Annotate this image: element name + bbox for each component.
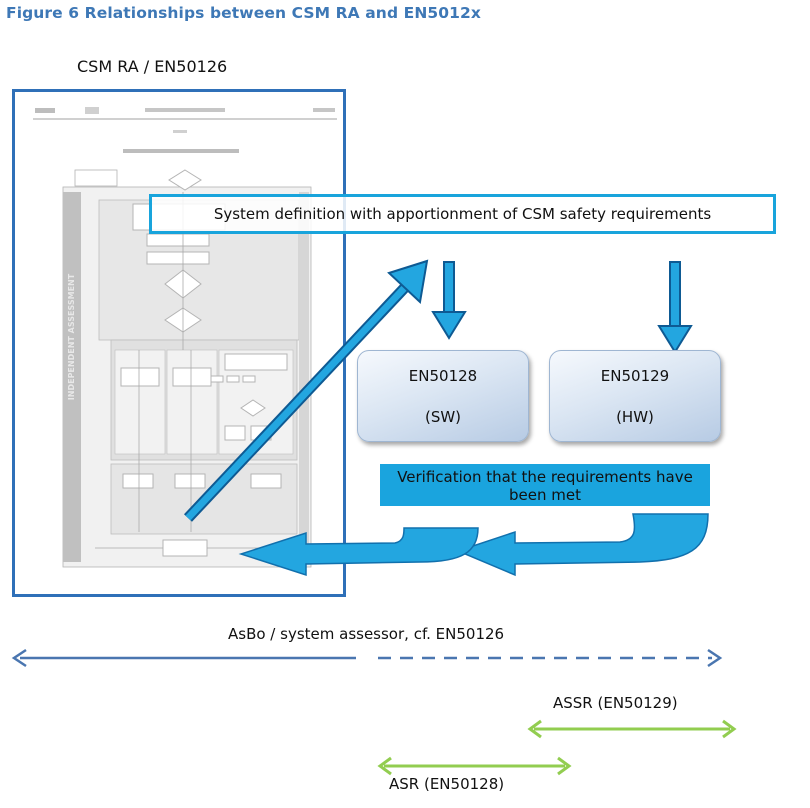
diagonal-arrow xyxy=(183,259,429,522)
assr-range-arrow xyxy=(527,719,737,739)
asbo-label: AsBo / system assessor, cf. EN50126 xyxy=(228,625,505,643)
assr-label: ASSR (EN50129) xyxy=(553,694,678,712)
system-definition-text: System definition with apportionment of … xyxy=(213,205,712,223)
system-definition-box: System definition with apportionment of … xyxy=(149,194,776,234)
en50128-name: EN50128 xyxy=(408,367,478,385)
return-arrow-right xyxy=(455,513,709,577)
asr-range-arrow xyxy=(377,756,572,776)
en50129-box: EN50129 (HW) xyxy=(549,350,721,442)
down-arrow-en50129 xyxy=(657,261,693,354)
en50129-scope: (HW) xyxy=(616,408,654,426)
verification-text: Verification that the requirements have … xyxy=(397,468,693,504)
verification-box: Verification that the requirements have … xyxy=(380,464,710,506)
return-arrow-left xyxy=(238,527,479,577)
down-arrow-en50128 xyxy=(431,261,467,340)
asr-label: ASR (EN50128) xyxy=(389,775,505,793)
en50128-box: EN50128 (SW) xyxy=(357,350,529,442)
en50129-name: EN50129 xyxy=(600,367,670,385)
csm-ra-label: CSM RA / EN50126 xyxy=(77,57,228,76)
figure-title: Figure 6 Relationships between CSM RA an… xyxy=(6,4,482,22)
asbo-range-arrow xyxy=(11,648,723,668)
en50128-scope: (SW) xyxy=(424,408,462,426)
